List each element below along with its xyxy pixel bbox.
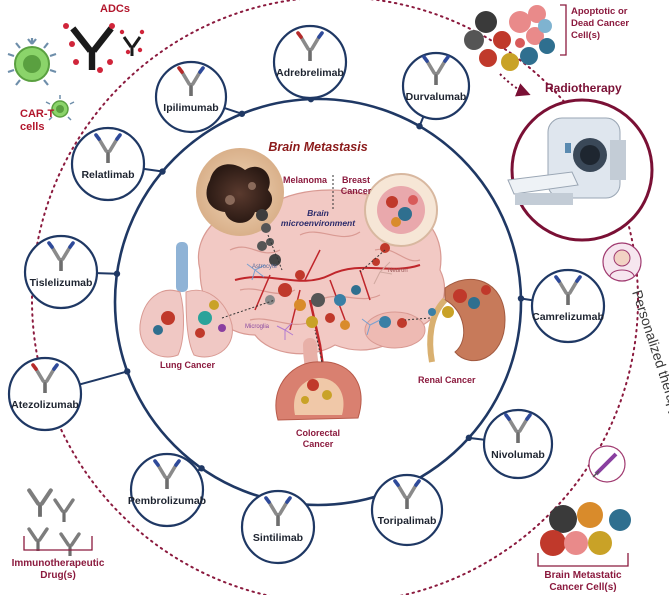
connector-dot <box>517 295 525 302</box>
connector-dot <box>113 270 121 277</box>
antibody-icon <box>554 275 582 305</box>
migration-paths <box>221 175 431 363</box>
colon-illustration <box>275 361 362 421</box>
drug-circle <box>70 126 146 202</box>
antibody-icon <box>153 459 181 489</box>
drug-label: Pembrolizumab <box>128 495 206 507</box>
antibody-icon <box>31 363 59 393</box>
drug-circle <box>129 452 205 528</box>
personalized-label: Personalized therapy <box>629 288 669 418</box>
radiotherapy-label: Radiotherapy <box>545 81 622 95</box>
drug-circle <box>272 24 348 100</box>
drug-node-adrebrelimab: Adrebrelimab <box>272 24 348 100</box>
drug-label: Nivolumab <box>491 449 545 461</box>
drug-circle <box>7 356 83 432</box>
breast-illustration <box>364 173 438 266</box>
connector-dot <box>238 110 246 117</box>
drug-label: Toripalimab <box>378 515 437 527</box>
center-title: Brain Metastasis <box>268 140 367 154</box>
renal-label: Renal Cancer <box>418 375 476 385</box>
drug-label: Durvalumab <box>406 91 467 103</box>
antibody-icon <box>264 496 292 526</box>
main-ring <box>113 97 523 507</box>
drug-label: Tislelizumab <box>30 277 93 289</box>
antibody-icon <box>177 66 205 96</box>
drug-label: Ipilimumab <box>163 102 218 114</box>
connector-line <box>79 370 128 386</box>
lung-label: Lung Cancer <box>160 360 216 370</box>
drug-node-durvalumab: Durvalumab <box>401 51 471 121</box>
drug-node-pembrolizumab: Pembrolizumab <box>128 452 206 528</box>
drug-label: Adrebrelimab <box>276 67 344 79</box>
neuron-label: Neuron <box>388 268 408 274</box>
antibody-icon <box>393 479 421 509</box>
antibody-icon <box>504 413 532 443</box>
drug-node-ipilimumab: Ipilimumab <box>154 60 228 134</box>
melanoma-label: Melanoma <box>283 175 328 185</box>
drug-circle <box>23 234 99 310</box>
drug-circle <box>370 473 444 547</box>
drug-node-nivolumab: Nivolumab <box>482 408 554 480</box>
drug-label: Relatlimab <box>81 169 134 181</box>
kidney-illustration <box>427 279 506 363</box>
lung-illustration <box>139 242 233 358</box>
drug-node-tislelizumab: Tislelizumab <box>23 234 99 310</box>
connector-dot <box>416 122 423 130</box>
connector-dot <box>159 168 166 175</box>
drug-node-relatlimab: Relatlimab <box>70 126 146 202</box>
drug-node-camrelizumab: Camrelizumab <box>530 268 606 344</box>
microglia-label: Microglia <box>245 324 270 330</box>
connector-line <box>96 272 118 275</box>
drug-nodes: AdrebrelimabDurvalumabCamrelizumabNivolu… <box>7 24 606 565</box>
adcs-label: ADCs <box>100 3 130 15</box>
drug-circle <box>154 60 228 134</box>
drug-circle <box>240 489 316 565</box>
drug-node-atezolizumab: Atezolizumab <box>7 356 83 432</box>
adc-large-icon <box>70 26 114 71</box>
antibody-icon <box>296 31 324 61</box>
astrocyte-label: Astrocyte <box>252 264 278 270</box>
connector-dot <box>198 465 205 472</box>
adc-small-icon <box>122 36 142 56</box>
drug-label: Sintilimab <box>253 532 303 544</box>
adc-payload-icons <box>63 23 115 73</box>
drug-circle <box>530 268 606 344</box>
melanoma-illustration <box>196 148 284 246</box>
drug-circle <box>482 408 554 480</box>
antibody-icon <box>422 55 450 85</box>
antibody-icon <box>47 241 75 271</box>
drug-label: Atezolizumab <box>11 399 79 411</box>
antibody-icon <box>94 133 122 163</box>
connector-dot <box>124 368 131 375</box>
radiotherapy-panel: Radiotherapy <box>507 81 654 242</box>
outer-dotted-ring <box>31 0 639 595</box>
connector-dot <box>465 434 473 442</box>
drug-label: Camrelizumab <box>532 311 604 323</box>
drug-circle <box>401 51 471 121</box>
drug-node-sintilimab: Sintilimab <box>240 489 316 565</box>
drug-node-toripalimab: Toripalimab <box>370 473 444 547</box>
